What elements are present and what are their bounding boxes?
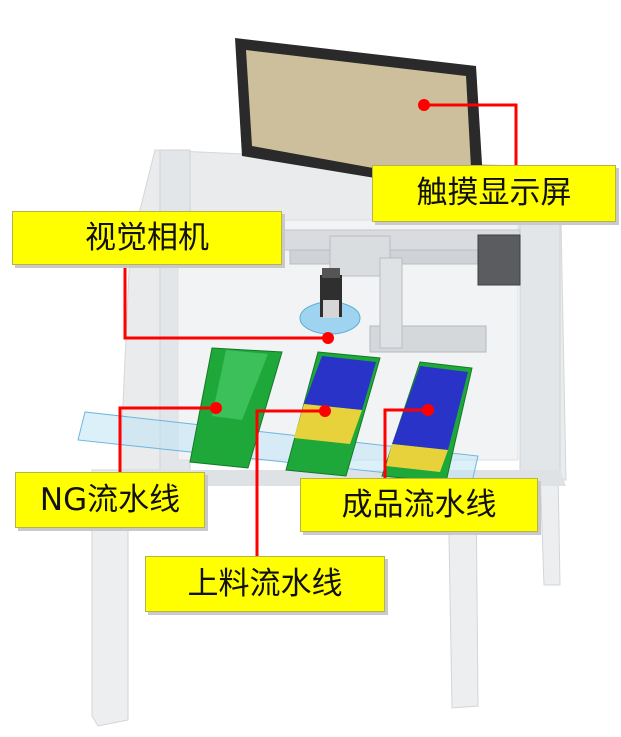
leader-finished-line <box>383 408 428 478</box>
leader-dots <box>210 99 434 417</box>
gantry <box>229 229 521 353</box>
label-touch-screen: 触摸显示屏 <box>416 175 572 211</box>
callout-touch-screen: 触摸显示屏 <box>372 165 616 222</box>
feed-conveyor <box>285 351 381 477</box>
label-finished-line: 成品流水线 <box>341 486 497 523</box>
frame-legs <box>91 469 561 727</box>
leader-feed-line <box>255 409 325 556</box>
vision-camera-device <box>299 268 361 335</box>
label-feed-line: 上料流水线 <box>187 565 343 602</box>
callout-finished-line: 成品流水线 <box>300 478 538 532</box>
leader-ng-line <box>118 406 216 472</box>
callout-vision-camera: 视觉相机 <box>12 211 282 265</box>
leader-lines <box>118 103 518 556</box>
leader-touch-screen <box>424 103 518 165</box>
touch-screen-device <box>235 38 484 196</box>
leader-vision-camera <box>123 265 328 340</box>
callout-feed-line: 上料流水线 <box>145 556 385 612</box>
label-ng-line: NG流水线 <box>39 481 181 518</box>
label-vision-camera: 视觉相机 <box>85 219 209 256</box>
ng-conveyor <box>189 347 283 469</box>
callout-ng-line: NG流水线 <box>15 472 205 528</box>
